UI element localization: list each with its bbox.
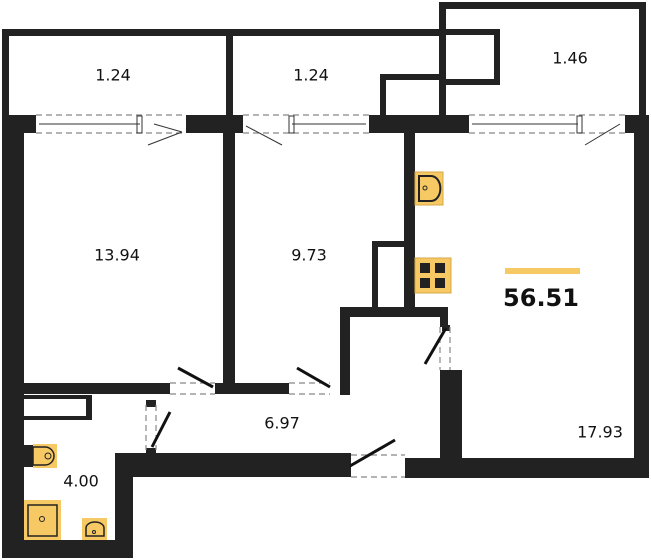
kitchen-sink-icon <box>414 171 444 206</box>
room-area-balcony-left: 1.24 <box>95 65 131 85</box>
room-area-hallway: 6.97 <box>264 413 300 433</box>
room-area-balcony-middle: 1.24 <box>293 65 329 85</box>
room-area-bedroom-left: 13.94 <box>94 245 140 265</box>
room-area-balcony-right: 1.46 <box>552 48 588 68</box>
total-area-accent-bar <box>505 268 580 274</box>
bathroom-sink-icon <box>82 518 107 540</box>
toilet-icon <box>22 444 57 468</box>
shower-icon <box>24 500 61 540</box>
room-area-kitchen-living: 17.93 <box>577 422 623 442</box>
stove-icon <box>414 257 452 294</box>
room-area-bathroom: 4.00 <box>63 471 99 491</box>
total-area: 56.51 <box>503 284 579 312</box>
room-area-bedroom-middle: 9.73 <box>291 245 327 265</box>
